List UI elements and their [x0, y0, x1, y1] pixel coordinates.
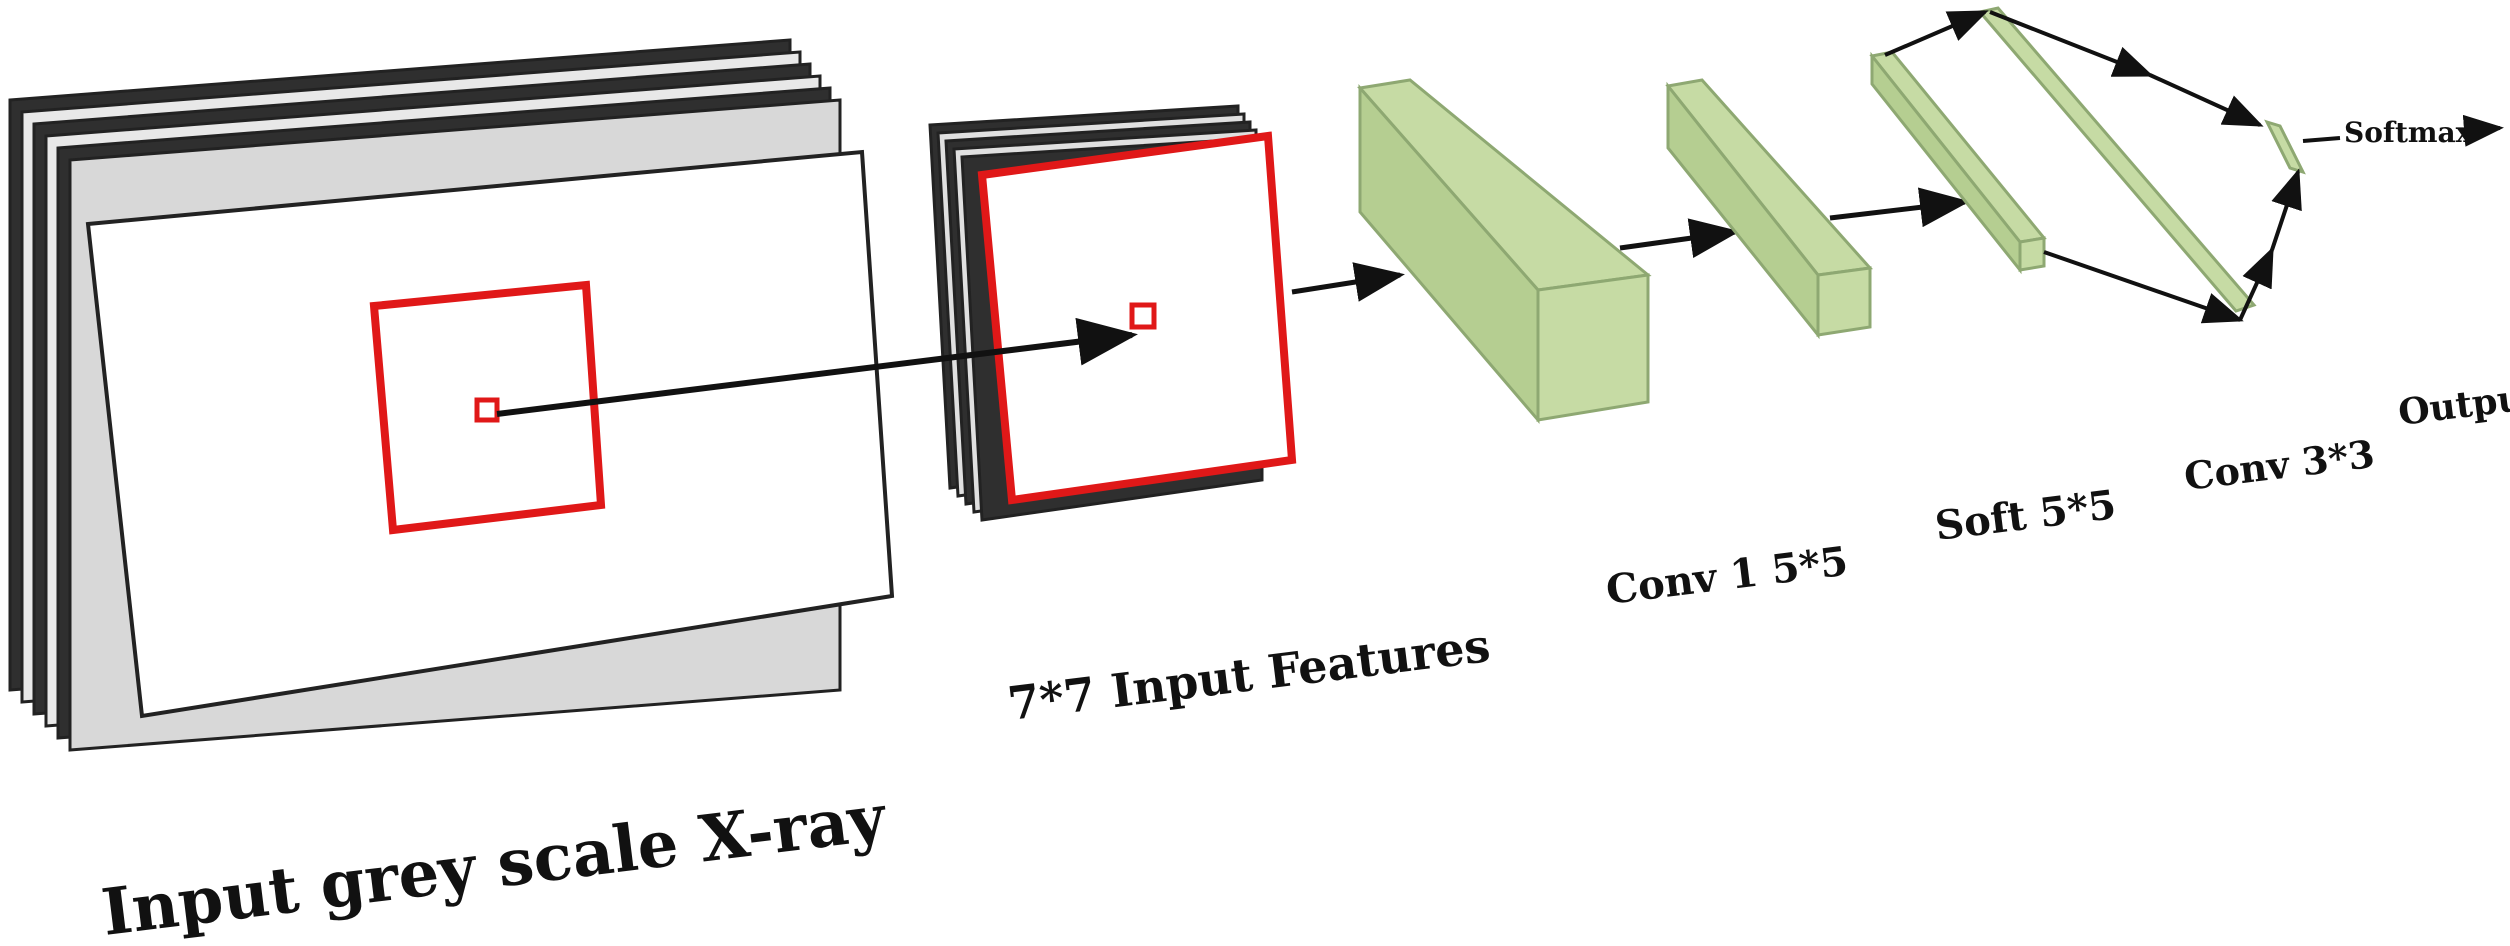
projection-arrow [496, 317, 1138, 417]
input-features-label: 7*7 Input Features [1005, 618, 1493, 731]
input-xray-label: Input grey scale X-ray [98, 780, 891, 946]
output-slab [2264, 119, 2306, 175]
softmax-label: Softmax [2344, 116, 2473, 149]
conv1-label: Conv 1 5*5 [1603, 538, 1850, 614]
feature-pixel-marker [1129, 302, 1157, 330]
softmax-label-group: Softmax [2302, 114, 2504, 149]
input-xray-stack [8, 38, 895, 752]
feature-map-stack [928, 104, 1297, 522]
arrow-to-conv1 [1619, 218, 1740, 259]
conv-block-large [1357, 78, 1652, 425]
arrow-features-to-conv-block [1291, 262, 1405, 302]
arrow-to-soft [1829, 187, 1970, 228]
conv3-label: Conv 3*3 [2182, 431, 2377, 499]
soft-block [1869, 50, 2047, 275]
xray-front-plane [85, 149, 895, 719]
conv1-block [1665, 78, 1874, 340]
output-label: Output [2396, 375, 2510, 434]
input-receptive-field [369, 280, 606, 535]
input-pixel-marker [474, 397, 500, 423]
conv3-slab [1977, 6, 2257, 313]
feature-map-front-plane [977, 131, 1297, 505]
connection-arrows [1884, 10, 2302, 324]
soft-label: Soft 5*5 [1932, 481, 2118, 550]
